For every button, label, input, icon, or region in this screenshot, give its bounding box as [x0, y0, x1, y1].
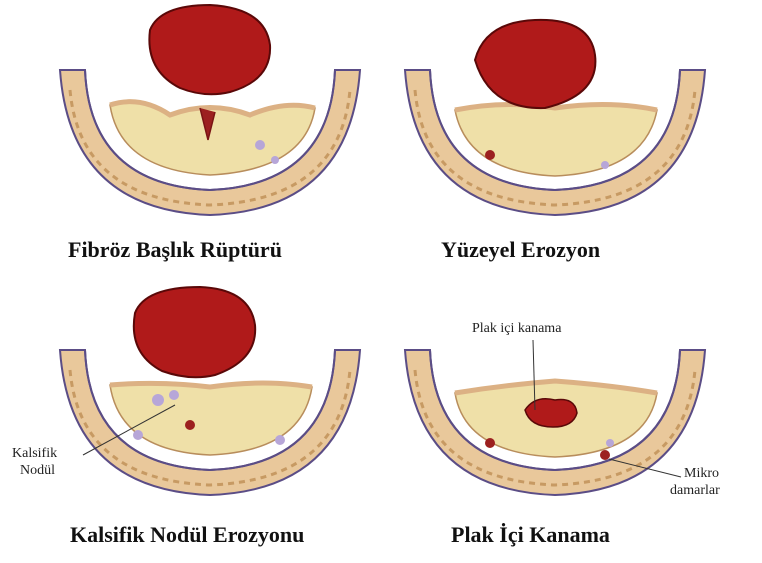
- label-calcific-nodule-line1: Kalsifik: [12, 445, 57, 462]
- microvessel: [485, 438, 495, 448]
- plaque: [455, 104, 657, 176]
- label-calcific-nodule: Kalsifik Nodül: [12, 445, 57, 479]
- calcium-deposit: [606, 439, 614, 447]
- caption-intraplaque-hemorrhage: Plak İçi Kanama: [451, 522, 610, 548]
- leader-line-calcific-nodule: [75, 400, 185, 460]
- caption-fibrous-cap-rupture: Fibröz Başlık Rüptürü: [68, 237, 282, 263]
- panel-superficial-erosion: [395, 0, 715, 230]
- calcium-deposit: [255, 140, 265, 150]
- thrombus: [475, 20, 595, 108]
- thrombus: [149, 5, 270, 94]
- calcium-deposit: [601, 161, 609, 169]
- panel-fibrous-cap-rupture: [50, 0, 370, 230]
- caption-superficial-erosion: Yüzeyel Erozyon: [441, 237, 600, 263]
- calcium-deposit: [271, 156, 279, 164]
- superficial-erosion-illustration: [395, 0, 715, 230]
- microvessel: [185, 420, 195, 430]
- label-plaque-hemorrhage: Plak içi kanama: [472, 320, 561, 337]
- caption-calcific-nodule-erosion: Kalsifik Nodül Erozyonu: [70, 522, 304, 548]
- thrombus: [134, 287, 255, 377]
- leader-line-microvessels: [605, 455, 685, 485]
- fibrous-cap-rupture-illustration: [50, 0, 370, 230]
- leader-line-plaque-hemorrhage: [525, 338, 545, 413]
- microvessel: [485, 150, 495, 160]
- label-calcific-nodule-line2: Nodül: [12, 462, 57, 479]
